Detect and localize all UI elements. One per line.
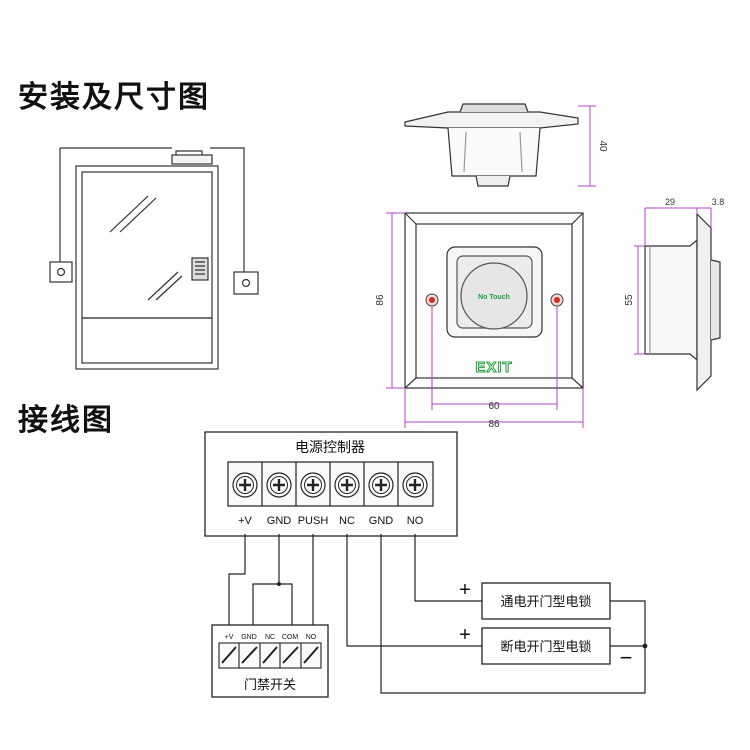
power-controller-title: 电源控制器 — [295, 440, 365, 456]
door-lock — [191, 257, 209, 281]
switch-terminal-label: NC — [265, 634, 275, 641]
controller-terminal-label: GND — [267, 515, 292, 527]
controller-terminal-label: NC — [339, 515, 355, 527]
exit-button-box-left — [49, 261, 73, 283]
controller-terminal-label: GND — [369, 515, 394, 527]
install-heading: 安装及尺寸图 — [18, 80, 210, 115]
terminal-screw — [368, 472, 394, 498]
door-bottom-panel — [81, 317, 213, 364]
dim-inner-width-label: 60 — [488, 401, 500, 412]
wiring-lines — [228, 534, 646, 694]
switch-terminal-label: NO — [306, 634, 317, 641]
dim-plate-height-label: 86 — [375, 294, 386, 306]
junction-dot — [642, 643, 648, 649]
controller-terminal-label: +V — [238, 515, 252, 527]
polarity-plus-1: + — [459, 579, 471, 601]
wire-no — [414, 534, 482, 602]
polarity-plus-2: + — [459, 624, 471, 646]
touch-sensor — [460, 262, 528, 330]
wire-gnd-com — [279, 583, 293, 625]
power-off-lock-box — [481, 627, 611, 665]
exit-button-box-right — [233, 271, 259, 295]
controller-terminal-label: NO — [407, 515, 424, 527]
power-off-lock-label: 断电开门型电锁 — [500, 639, 591, 655]
junction-dot — [277, 582, 281, 586]
terminal-screw — [300, 472, 326, 498]
door-closer — [171, 154, 213, 165]
wire-gnd-locks — [380, 534, 646, 694]
terminal-screw — [266, 472, 292, 498]
button-right-view — [644, 212, 721, 392]
dim-plate-width-label: 86 — [488, 419, 500, 430]
door-installation — [49, 147, 259, 370]
dim-lines-front — [386, 212, 584, 428]
polarity-minus: − — [620, 645, 633, 670]
switch-terminal-block — [218, 642, 322, 669]
power-on-lock-label: 通电开门型电锁 — [500, 594, 591, 610]
exit-sign: EXIT — [475, 359, 512, 376]
terminal-screw — [334, 472, 360, 498]
wire-vplus — [228, 534, 246, 625]
led-left — [425, 293, 439, 307]
led-right — [550, 293, 564, 307]
controller-terminal-label: PUSH — [298, 515, 329, 527]
door-glass — [81, 171, 213, 319]
door-frame — [75, 165, 219, 370]
switch-terminal-label: GND — [241, 634, 257, 641]
dim-depth-label: 29 — [665, 197, 675, 207]
touch-sensor-label: No Touch — [478, 294, 510, 301]
wire-nc — [346, 534, 482, 647]
wiring-heading: 接线图 — [18, 403, 114, 438]
dim-body-height-label: 55 — [624, 294, 635, 306]
terminal-screw — [232, 472, 258, 498]
dim-height-side — [578, 105, 596, 187]
dim-height-side-label: 40 — [597, 140, 608, 152]
terminal-screw — [402, 472, 428, 498]
controller-terminal-block — [227, 461, 434, 507]
access-switch-title: 门禁开关 — [244, 678, 296, 693]
switch-terminal-label: +V — [225, 634, 234, 641]
dim-lines-right — [634, 207, 712, 355]
dim-thickness-label: 3.8 — [712, 197, 725, 207]
switch-terminal-label: COM — [282, 634, 299, 641]
button-side-view — [404, 103, 579, 187]
wire-gnd — [252, 534, 280, 625]
